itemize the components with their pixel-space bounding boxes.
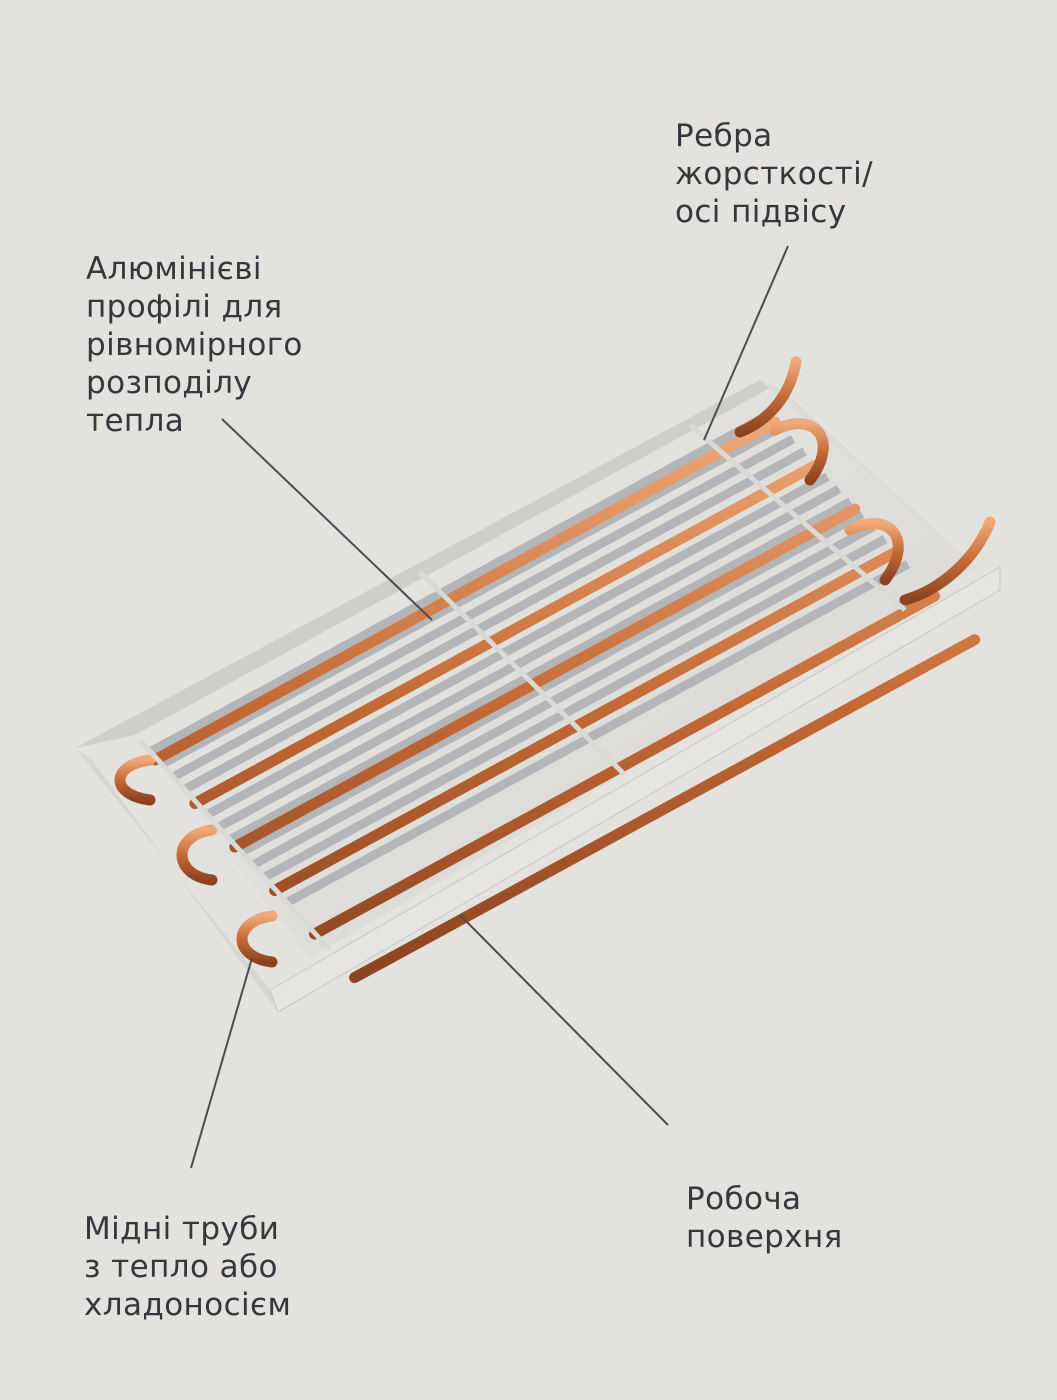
copper-pipe-bend xyxy=(114,754,156,806)
label-line: хладоносієм xyxy=(84,1287,292,1323)
aluminium-profile xyxy=(205,472,830,819)
copper-pipe-bend xyxy=(769,418,829,486)
aluminium-profile xyxy=(239,510,865,856)
label-line: з тепло або xyxy=(84,1249,278,1285)
working-surface-edge xyxy=(269,566,1001,1013)
aluminium-profile xyxy=(285,560,911,906)
leader-pipes xyxy=(190,957,253,1169)
label-line: осі підвісу xyxy=(675,194,847,230)
aluminium-profile xyxy=(170,435,796,781)
label-line: жорсткості/ xyxy=(675,156,873,192)
aluminium-profile xyxy=(228,497,853,844)
copper-pipe-bend xyxy=(176,824,218,886)
label-line: Робоча xyxy=(686,1181,802,1217)
stiffening-rib xyxy=(418,570,627,777)
label-line: поверхня xyxy=(686,1219,843,1255)
label-copper-pipes: Мідні труби з тепло або хладоносієм xyxy=(84,1210,291,1324)
copper-pipes xyxy=(114,356,996,984)
label-line: профілі для xyxy=(86,289,283,325)
aluminium-profile xyxy=(147,410,773,756)
stiffening-rib xyxy=(138,738,332,952)
aluminium-profile xyxy=(251,522,876,869)
copper-pipe-runs xyxy=(149,416,981,984)
copper-pipe-outlet xyxy=(899,516,996,606)
leader-lines xyxy=(190,245,789,1169)
label-line: Мідні труби xyxy=(84,1211,280,1247)
aluminium-profile xyxy=(159,422,784,769)
copper-pipe-inlet xyxy=(734,356,802,438)
aluminium-profile xyxy=(182,447,807,794)
aluminium-profile xyxy=(262,535,888,881)
copper-pipe-bend xyxy=(844,518,904,586)
tray-back-wall xyxy=(75,380,785,748)
copper-pipe-bend xyxy=(236,910,278,968)
leader-ribs xyxy=(703,245,789,441)
label-line: тепла xyxy=(86,403,185,439)
label-working-surface: Робоча поверхня xyxy=(686,1180,843,1256)
leader-profiles xyxy=(221,418,433,621)
leader-surface xyxy=(459,914,669,1126)
label-line: Ребра xyxy=(675,118,773,154)
label-stiffening-ribs: Ребра жорсткості/ осі підвісу xyxy=(675,117,873,231)
label-line: розподілу xyxy=(86,365,253,401)
label-line: Алюмінієві xyxy=(86,251,262,287)
stiffening-ribs xyxy=(138,423,907,952)
aluminium-profile xyxy=(216,485,842,831)
label-line: рівномірного xyxy=(86,327,303,363)
stiffening-rib xyxy=(688,423,907,612)
label-aluminium-profiles: Алюмінієві профілі для рівномірного розп… xyxy=(86,250,303,440)
